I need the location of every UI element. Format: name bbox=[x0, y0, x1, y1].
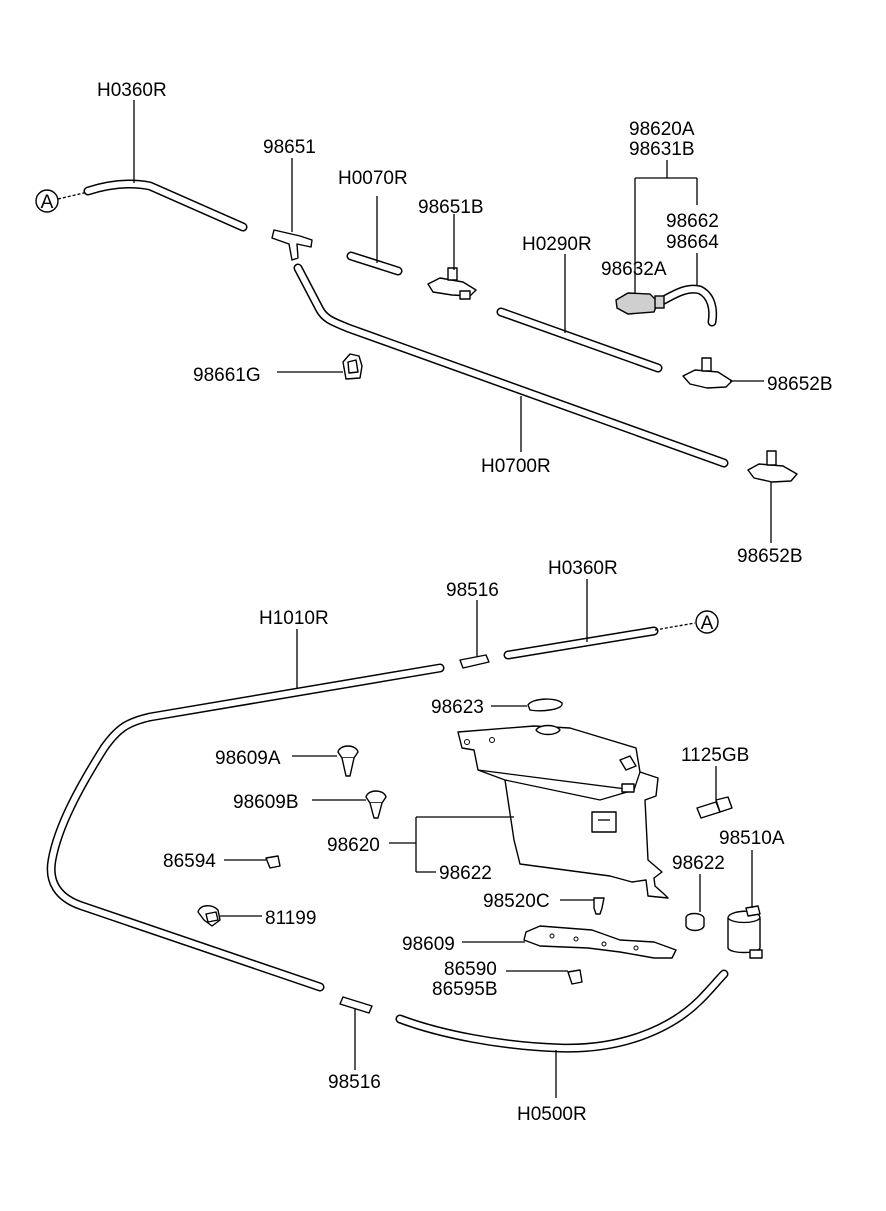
part-label: A bbox=[701, 613, 714, 634]
part-label: H0070R bbox=[338, 168, 408, 189]
part-label: H0360R bbox=[97, 80, 167, 101]
hose-h0360r-top: H0360R bbox=[83, 80, 248, 232]
part-label: H0360R bbox=[548, 558, 618, 579]
part-label: 98510A bbox=[719, 828, 785, 849]
part-label: 98620 bbox=[327, 835, 380, 856]
part-label: H1010R bbox=[259, 608, 329, 629]
part-label: 98631B bbox=[629, 139, 695, 160]
part-label: 98651 bbox=[263, 137, 316, 158]
part-label: 98520C bbox=[483, 891, 550, 912]
clip-98609a: 98609A bbox=[215, 745, 359, 777]
part-label: 98609B bbox=[233, 792, 299, 813]
part-label: 98620A bbox=[629, 119, 695, 140]
part-label: 98516 bbox=[446, 580, 499, 601]
pump-98510a: 98510A bbox=[719, 828, 785, 959]
part-label: H0700R bbox=[481, 456, 551, 477]
nozzle-98652b-1: 98652B bbox=[682, 357, 833, 395]
reference-a-bottom: A bbox=[654, 610, 719, 634]
connector-98516-top: 98516 bbox=[446, 580, 499, 669]
hose-98662 bbox=[654, 284, 718, 327]
connector-98651: 98651 bbox=[263, 137, 316, 261]
reservoir-tank-98620 bbox=[457, 724, 669, 899]
part-label: 86595B bbox=[432, 979, 498, 1000]
part-label: 98516 bbox=[328, 1072, 381, 1093]
hose-h0700r: H0700R bbox=[293, 263, 729, 477]
part-label: A bbox=[41, 192, 54, 213]
part-label: 98661G bbox=[193, 365, 261, 386]
bracket-98609: 98609 bbox=[402, 925, 677, 959]
hose-h0360r-bottom: H0360R bbox=[503, 558, 659, 660]
clip-98609b: 98609B bbox=[233, 790, 387, 819]
reference-a-top: A bbox=[35, 189, 89, 213]
clip-81199: 81199 bbox=[197, 905, 316, 929]
connector-98516-bottom: 98516 bbox=[328, 996, 381, 1093]
part-label: 98662 bbox=[666, 211, 719, 232]
part-label: 81199 bbox=[265, 908, 316, 929]
part-label: 98651B bbox=[418, 197, 484, 218]
part-label: 98609A bbox=[215, 748, 281, 769]
part-label: 98652B bbox=[767, 374, 833, 395]
part-label: 86594 bbox=[163, 851, 216, 872]
nozzle-98651b: 98651B bbox=[418, 197, 484, 300]
part-98520c: 98520C bbox=[483, 891, 605, 915]
hose-h0500r: H0500R bbox=[395, 969, 729, 1125]
label-98620-group: 98620 98622 bbox=[327, 816, 514, 884]
grommet-98622-right: 98622 bbox=[672, 853, 725, 932]
cap-98623: 98623 bbox=[431, 697, 563, 718]
grommet-86590: 86590 86595B bbox=[432, 959, 583, 1000]
hose-h1010r: H1010R bbox=[46, 608, 445, 992]
bolt-1125gb: 1125GB bbox=[681, 745, 749, 819]
part-label: 98622 bbox=[672, 853, 725, 874]
nozzle-98652b-2: 98652B bbox=[737, 450, 803, 567]
grommet-86594: 86594 bbox=[163, 851, 281, 872]
part-label: 98664 bbox=[666, 232, 719, 253]
part-label: H0290R bbox=[522, 234, 592, 255]
hose-h0070r: H0070R bbox=[338, 168, 408, 276]
cap-98632a bbox=[615, 292, 659, 315]
part-label: 98652B bbox=[737, 546, 803, 567]
part-label: 98622 bbox=[439, 863, 492, 884]
part-label: 86590 bbox=[444, 959, 497, 980]
clip-98661g: 98661G bbox=[193, 353, 363, 386]
part-label: 98609 bbox=[402, 934, 455, 955]
part-label: 98623 bbox=[431, 697, 484, 718]
part-label: 98632A bbox=[601, 259, 667, 280]
hose-h0290r: H0290R bbox=[496, 234, 663, 373]
part-label: 1125GB bbox=[681, 745, 749, 766]
reservoir-cap-group: 98620A 98631B 98662 98664 98632A bbox=[601, 119, 719, 296]
part-label: H0500R bbox=[517, 1104, 587, 1125]
